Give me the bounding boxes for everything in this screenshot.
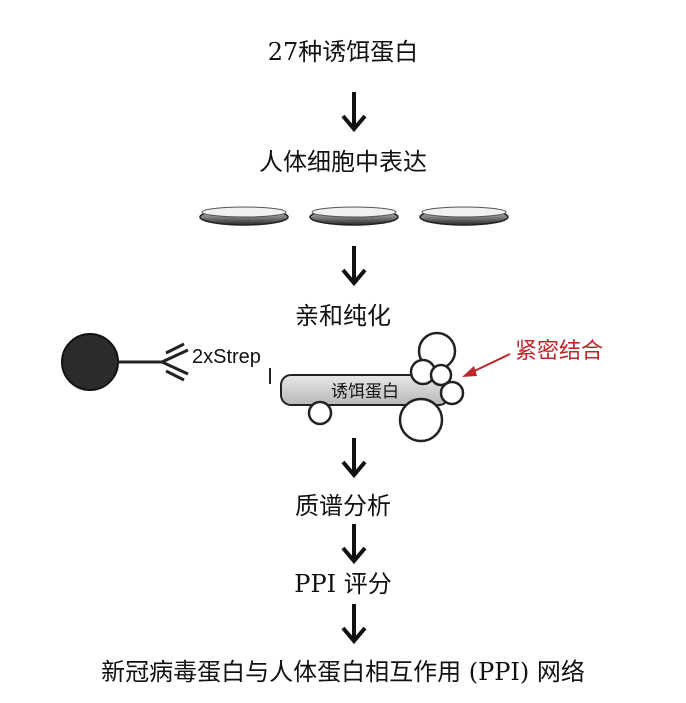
bait-protein-label: 诱饵蛋白 [331, 382, 399, 402]
down-arrow-icon [341, 92, 367, 133]
down-arrow-icon [341, 524, 367, 565]
culture-dish-icon [419, 206, 509, 226]
strep-bead-icon [61, 333, 119, 391]
down-arrow-icon [341, 438, 367, 479]
step-ppi-network: 新冠病毒蛋白与人体蛋白相互作用 (PPI) 网络 [101, 658, 585, 686]
down-arrow-icon [341, 604, 367, 645]
down-arrow-icon [341, 246, 367, 287]
strep-tag-label: 2xStrep [192, 346, 261, 368]
step-ppi-scoring: PPI 评分 [294, 570, 392, 598]
step-bait-proteins: 27种诱饵蛋白 [267, 38, 419, 66]
prey-protein [398, 397, 444, 443]
tight-binding-label: 紧密结合 [515, 339, 603, 364]
step-purification: 亲和纯化 [295, 302, 391, 330]
culture-dish-icon [199, 206, 289, 226]
step-mass-spec: 质谱分析 [295, 492, 391, 520]
prey-protein [429, 363, 453, 387]
step-expression: 人体细胞中表达 [259, 148, 427, 176]
antibody-icon [118, 342, 189, 382]
prey-protein [307, 400, 333, 426]
prey-protein [439, 380, 465, 406]
culture-dish-icon [309, 206, 399, 226]
tight-binding-arrow-icon [462, 353, 511, 377]
